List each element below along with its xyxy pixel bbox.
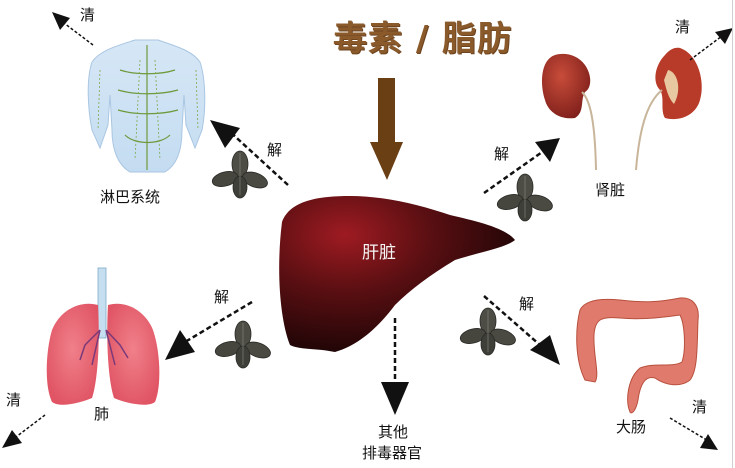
- liver-label: 肝脏: [362, 243, 396, 263]
- herb-leaf-icon: [458, 307, 519, 356]
- detox-arrow-lymphatic: [227, 129, 289, 186]
- herb-leaf-icon: [495, 173, 556, 222]
- arrowhead-icon: [535, 138, 560, 162]
- detox-arrow-kidney: [483, 148, 546, 195]
- detox-arrow-lung: [184, 300, 253, 344]
- arrowhead-icon: [381, 382, 409, 415]
- herb-leaf-icon: [213, 320, 274, 369]
- colon-detox-label: 解: [519, 295, 535, 313]
- clear-arrow-lymphatic: [59, 19, 94, 46]
- arrowhead-icon: [165, 330, 195, 360]
- arrowhead-icon: [700, 434, 718, 450]
- lymphatic-label: 淋巴系统: [100, 188, 161, 206]
- kidney-label: 肾脏: [595, 181, 626, 199]
- lung-clear-label: 清: [6, 391, 22, 409]
- diagram-title: 毒素 / 脂肪: [333, 19, 513, 59]
- arrowhead-icon: [210, 120, 240, 148]
- lung-illustration: [46, 267, 160, 405]
- arrowhead-icon: [52, 12, 70, 30]
- herb-leaf-icon: [210, 150, 271, 199]
- arrowhead-icon: [530, 335, 560, 365]
- kidney-detox-label: 解: [494, 145, 510, 163]
- colon-label: 大肠: [616, 418, 647, 436]
- lung-detox-label: 解: [214, 288, 230, 306]
- lymphatic-system-illustration: [87, 39, 206, 173]
- lymphatic-detox-label: 解: [267, 141, 283, 159]
- arrowhead-icon: [2, 430, 22, 448]
- clear-arrow-kidney: [689, 35, 723, 61]
- liver-illustration: [279, 196, 515, 352]
- lung-label: 肺: [94, 405, 110, 423]
- clear-arrow-lung: [11, 414, 46, 441]
- clear-arrow-colon: [669, 417, 711, 443]
- toxin-input-arrow: [370, 78, 403, 180]
- lymphatic-clear-label: 清: [80, 6, 96, 24]
- arrowhead-icon: [715, 28, 733, 44]
- other-organs-label-line1: 其他: [378, 423, 409, 441]
- kidney-clear-label: 清: [675, 18, 691, 36]
- other-organs-label-line2: 排毒器官: [362, 444, 423, 462]
- kidney-illustration: [542, 47, 702, 171]
- colon-illustration: [576, 297, 699, 414]
- detox-arrow-colon: [483, 295, 541, 346]
- colon-clear-label: 清: [692, 398, 708, 416]
